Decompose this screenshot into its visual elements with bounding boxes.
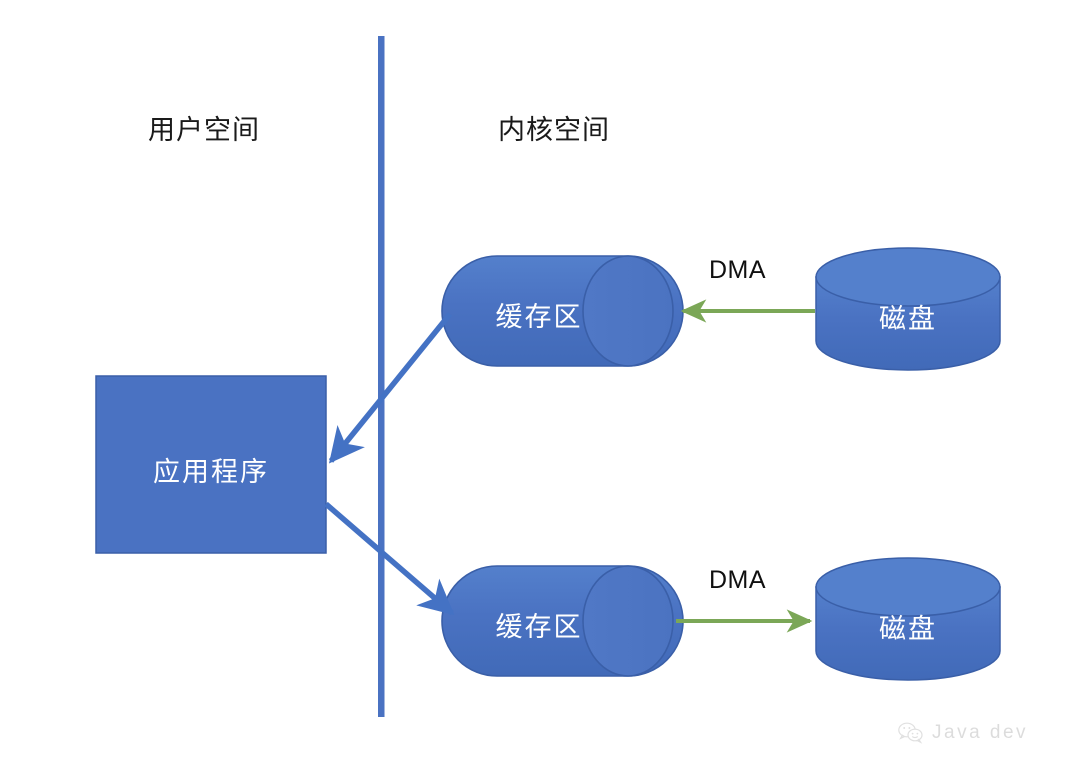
node-label-disk-write: 磁盘	[879, 614, 937, 644]
wechat-icon	[898, 722, 923, 744]
edge-application-to-buffer-write	[324, 501, 455, 616]
node-disk-read	[815, 247, 1001, 371]
node-disk-write	[815, 557, 1001, 681]
edge-label-dma-read: DMA	[709, 256, 767, 284]
region-label-kernel-space: 内核空间	[498, 115, 610, 145]
node-label-application: 应用程序	[153, 457, 269, 487]
node-buffer-write	[441, 565, 684, 677]
watermark: Java dev	[898, 722, 1028, 744]
watermark-text: Java dev	[932, 722, 1029, 743]
node-buffer-read	[441, 255, 684, 367]
node-label-buffer-read: 缓存区	[495, 302, 583, 332]
edge-buffer-read-to-application	[328, 312, 453, 464]
node-label-buffer-write: 缓存区	[495, 612, 583, 642]
user-kernel-divider	[378, 36, 385, 717]
edge-label-dma-write: DMA	[709, 566, 767, 594]
node-application	[95, 375, 327, 554]
region-label-user-space: 用户空间	[148, 115, 260, 145]
node-label-disk-read: 磁盘	[879, 304, 937, 334]
